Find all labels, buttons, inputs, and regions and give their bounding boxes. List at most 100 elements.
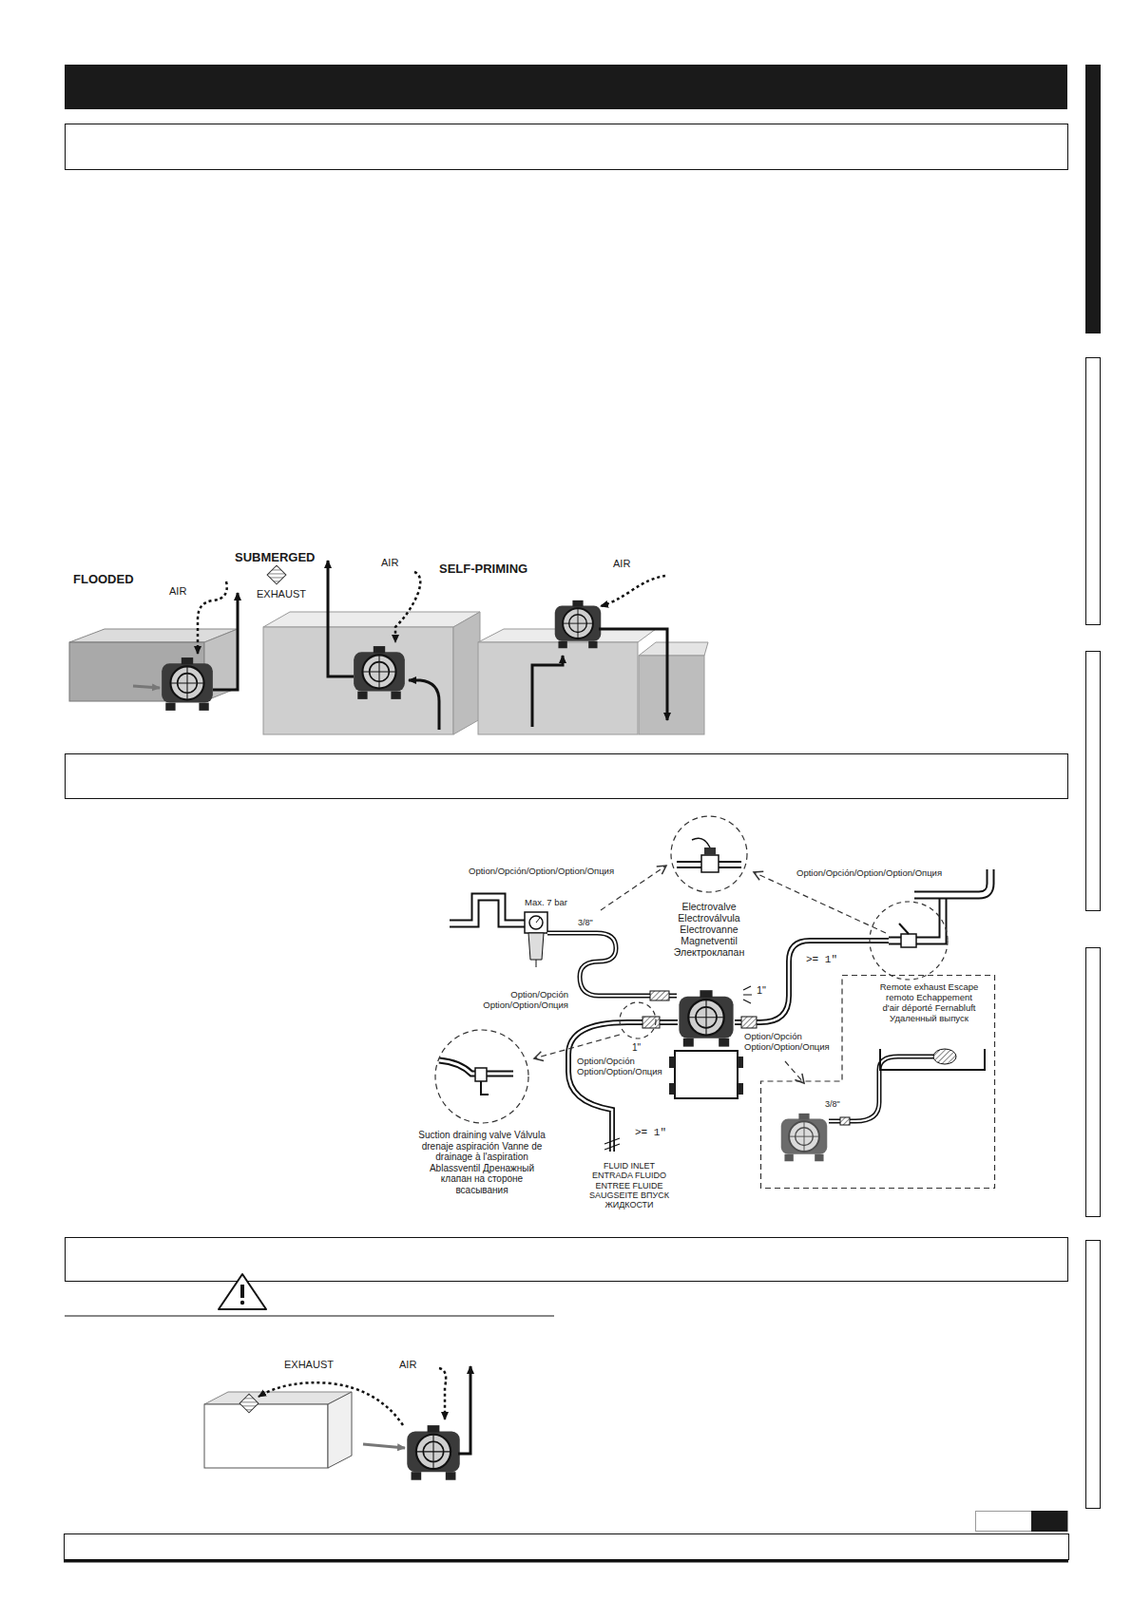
- submerged-illustration-part: [263, 612, 480, 628]
- installation-diagram-part: [642, 1016, 660, 1029]
- remote-exhaust-illustration-part: [439, 1368, 446, 1420]
- diagram-label: >= 1": [634, 1127, 667, 1140]
- diagram-label: >= 1": [805, 954, 838, 967]
- installation-diagram-part: [743, 986, 752, 1004]
- installation-diagram-part: [734, 940, 894, 1023]
- warning-section-part: [218, 1274, 267, 1310]
- diagram-label: Max. 7 bar: [524, 898, 568, 909]
- diagram-label: 3/8": [825, 1099, 841, 1110]
- page-frame-part: [64, 64, 1068, 110]
- remote-exhaust-illustration-part: [327, 1392, 352, 1469]
- installation-diagram-part: [753, 872, 886, 934]
- installation-diagram-part: [840, 1117, 850, 1126]
- installation-diagram-part: [669, 1083, 675, 1095]
- remote-exhaust-illustration-part: [363, 1444, 405, 1449]
- dashed-callout-circle: [435, 1030, 529, 1124]
- node-outline: [670, 815, 749, 894]
- remote-exhaust-illustration-part: [239, 1394, 259, 1414]
- installation-diagram-part: [869, 901, 948, 980]
- installation-diagram-part: [536, 959, 538, 968]
- installation-diagram-part: [678, 990, 733, 1047]
- page-frame-part: [976, 1512, 1069, 1533]
- self-priming-illustration-part: [638, 642, 709, 656]
- installation-diagram-part: [528, 933, 544, 960]
- installation-diagram-part: [741, 1016, 757, 1029]
- installation-diagram-part: [568, 1022, 678, 1152]
- installation-diagram-part: [650, 991, 670, 1001]
- page-frame-part: [65, 754, 1069, 800]
- submerged-illustration-part: [263, 627, 454, 735]
- installation-diagram-part: [674, 1051, 738, 1099]
- installation-diagram-part: [737, 1083, 744, 1095]
- installation-diagram-part: [480, 1081, 489, 1095]
- diagram-label: 1": [632, 1042, 641, 1055]
- submerged-illustration-part: [408, 680, 440, 730]
- installation-diagram-part: [604, 1138, 620, 1151]
- diagram-label: EXHAUST: [284, 1359, 334, 1372]
- installation-diagram-part: [547, 933, 677, 997]
- remote-exhaust-illustration-part: [204, 1404, 328, 1469]
- installation-diagram-part: [899, 923, 909, 935]
- diagram-label: FLUID INLET ENTRADA FLUIDO ENTREE FLUIDE…: [586, 1161, 672, 1211]
- diagram-label: AIR: [381, 556, 399, 570]
- remote-exhaust-illustration-part: [204, 1392, 352, 1405]
- dashed-region-outline: [761, 976, 996, 1190]
- installation-diagram-part: [524, 912, 548, 934]
- diagram-label: AIR: [169, 585, 187, 598]
- submerged-illustration-part: [395, 572, 421, 643]
- submerged-illustration-part: [327, 560, 354, 677]
- flooded-illustration-part: [133, 686, 160, 689]
- installation-diagram-part: [785, 1061, 805, 1084]
- warning-section-part: [240, 1285, 245, 1299]
- dashed-callout-circle: [671, 816, 748, 893]
- installation-diagram-part: [449, 897, 525, 924]
- installation-diagram-part: [534, 1035, 620, 1059]
- page-frame-part: [1085, 64, 1101, 334]
- installation-diagram-part: [933, 1049, 957, 1065]
- diagram-label: 3/8": [577, 918, 594, 928]
- self-priming-illustration-part: [555, 600, 602, 649]
- page-frame-part: [1086, 1241, 1101, 1510]
- installation-diagram-part: [880, 1049, 985, 1071]
- installation-diagram-part: [691, 838, 710, 848]
- flooded-illustration: [69, 581, 238, 711]
- diagram-label: FLOODED: [73, 573, 135, 588]
- node-text: Remote exhaust Escape remoto Echappement…: [879, 982, 979, 1025]
- submerged-illustration: [263, 560, 480, 735]
- self-priming-illustration: [478, 575, 709, 735]
- self-priming-illustration-part: [638, 655, 705, 735]
- diagram-label: 1": [756, 984, 767, 998]
- diagram-label: Option/Opción Option/Option/Опция: [744, 1032, 840, 1054]
- installation-diagram-part: [669, 1056, 675, 1069]
- submerged-illustration-part: [353, 646, 405, 700]
- installation-diagram-part: [475, 1068, 487, 1082]
- page-frame-part: [65, 124, 1069, 171]
- remote-exhaust-illustration-part: [258, 1382, 403, 1426]
- node-text: Electrovalve Electroválvula Electrovanne…: [666, 901, 752, 959]
- page-frame-part: [63, 1560, 1069, 1564]
- warning-section-part: [64, 1315, 555, 1317]
- diagram-label: AIR: [613, 557, 631, 571]
- callout-circle: Suction draining valve Válvula drenaje a…: [434, 1029, 530, 1125]
- diagram-label: Option/Opción Option/Option/Опция: [576, 1056, 672, 1078]
- self-priming-illustration-part: [532, 655, 563, 728]
- flooded-illustration-part: [212, 593, 238, 691]
- diagram-label: Option/Opción Option/Option/Опция: [473, 990, 569, 1012]
- installation-diagram: [439, 838, 991, 1162]
- diagram-label: Option/Opción/Option/Option/Опция: [796, 868, 942, 880]
- self-priming-illustration-part: [598, 629, 668, 721]
- flooded-illustration-part: [161, 657, 213, 711]
- warning-section: [64, 1274, 555, 1317]
- installation-diagram-part: [619, 1002, 656, 1039]
- diagram-label: SELF-PRIMING: [439, 562, 528, 577]
- installation-diagram-part: [701, 855, 719, 873]
- page-frame-part: [1086, 652, 1101, 912]
- page-frame-part: [1086, 948, 1101, 1218]
- page-frame-part: [1086, 358, 1101, 626]
- page-frame-part: [1031, 1511, 1068, 1533]
- installation-diagram-part: [536, 918, 540, 923]
- installation-diagram-part: [737, 1056, 744, 1069]
